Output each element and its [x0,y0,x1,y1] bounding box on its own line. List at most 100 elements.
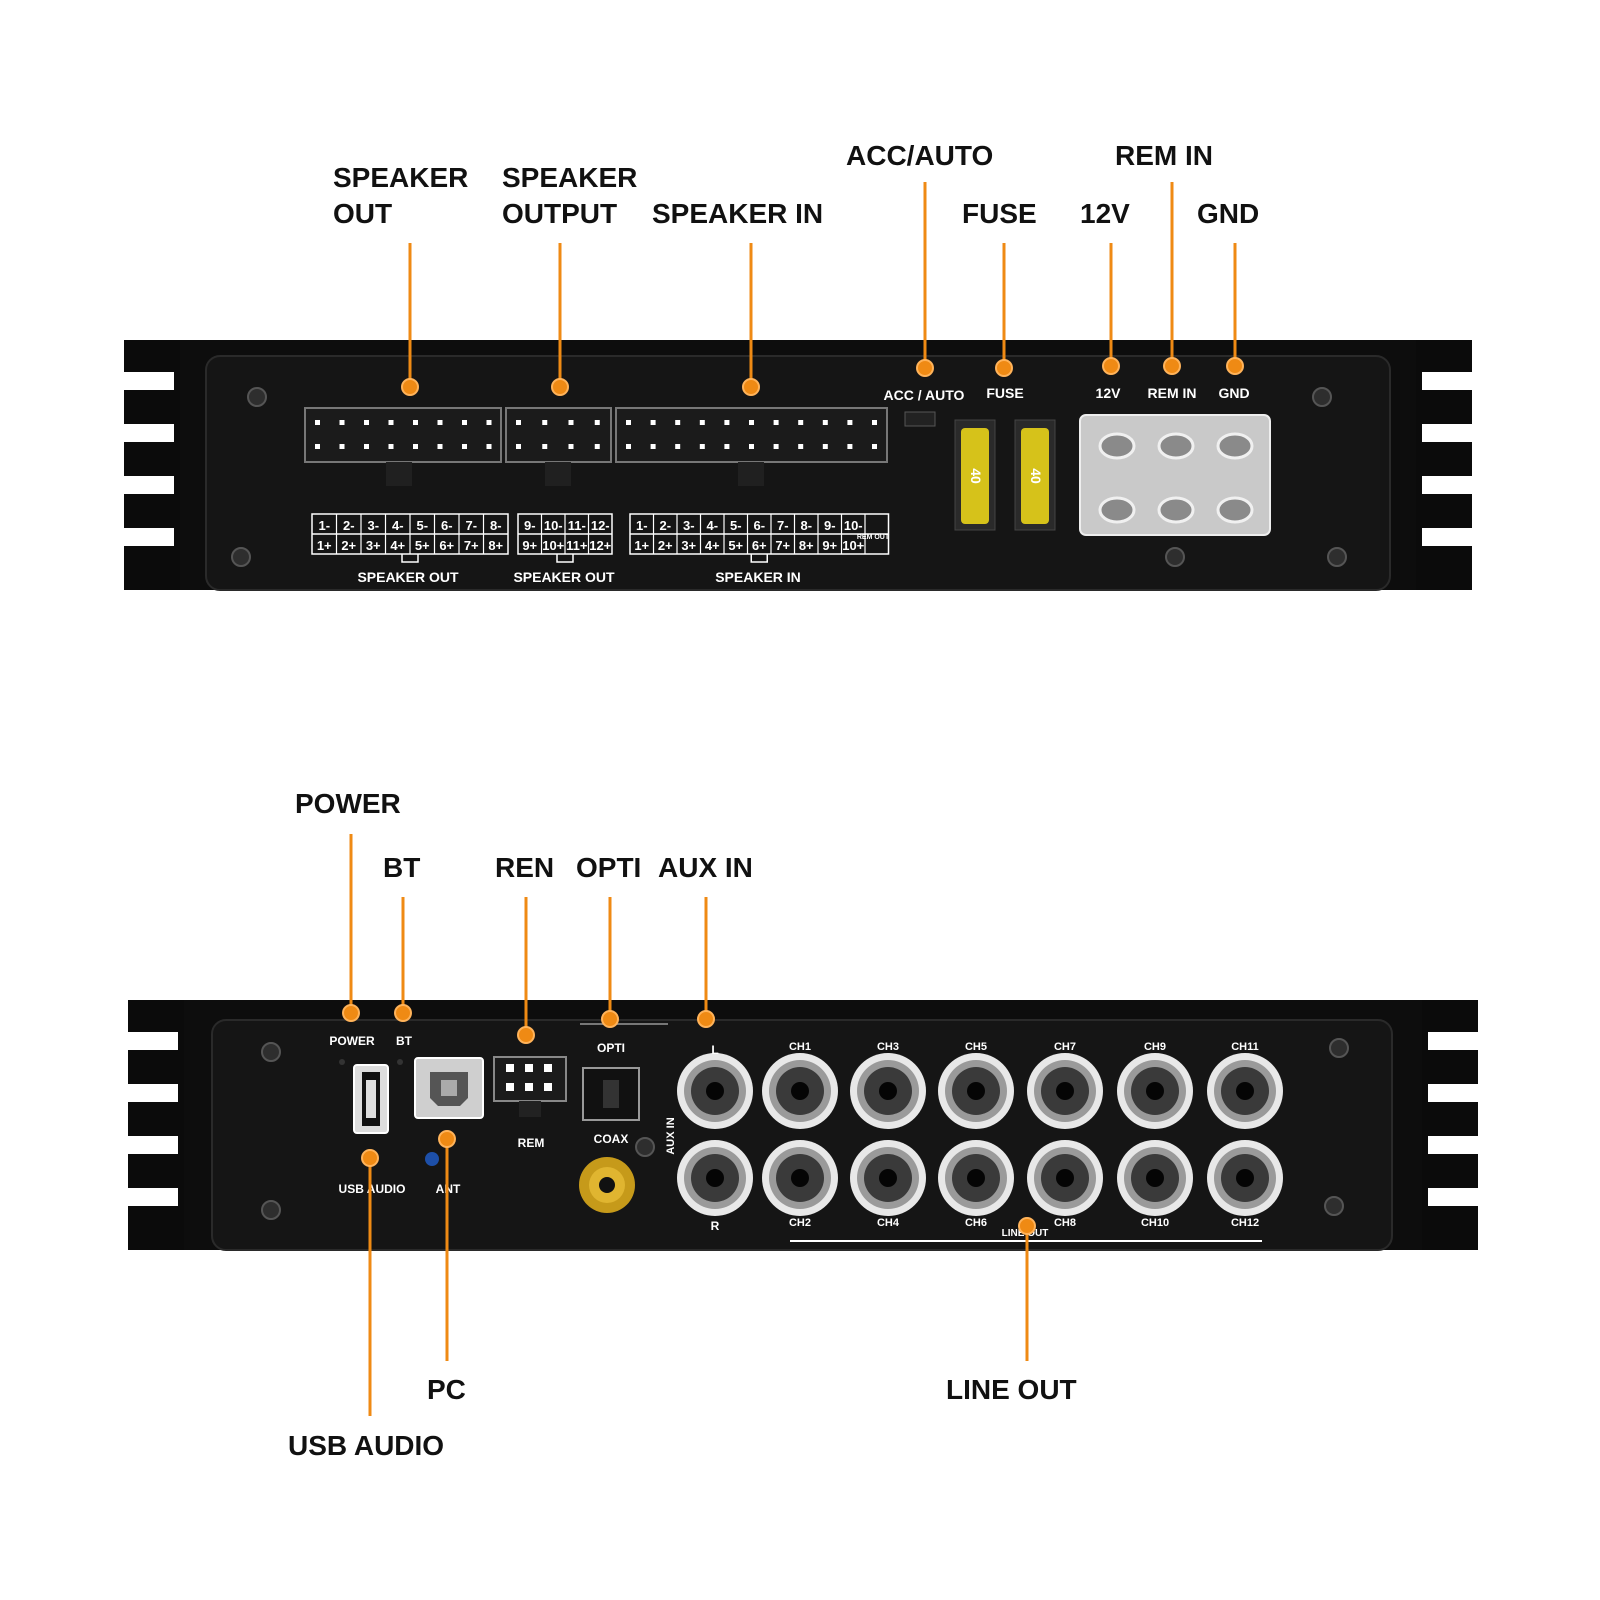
pin-label: 2- [343,518,355,533]
callout-line-out: LINE OUT [946,1374,1077,1405]
pin-label: 4- [392,518,404,533]
dot-speaker-in [742,378,760,396]
pin-label: 1+ [317,538,332,553]
rca-jack-pin [791,1169,809,1187]
pin-label: 6- [753,518,765,533]
dot-12v [1102,357,1120,375]
pc-usb-b-port [414,1057,484,1119]
pin-label: 1- [318,518,330,533]
channel-label: CH2 [789,1217,811,1229]
pin-label: 7+ [775,538,790,553]
pin-hole [462,444,467,449]
pin-hole [798,420,804,425]
channel-label: CH12 [1231,1217,1259,1229]
dot-rem-in [1163,357,1181,375]
dot-power [342,1004,360,1022]
power-led [339,1059,345,1065]
dot-speaker-output [551,378,569,396]
power-terminal-block [1079,414,1271,536]
callout-bt: BT [383,852,421,883]
pin-hole [675,444,681,449]
pin-hole [413,444,418,449]
bottom-heatsink-fins-left [128,1000,188,1250]
pin-label: 10- [844,518,863,533]
pin-label: 2+ [658,538,673,553]
rem-connector [493,1056,567,1117]
pin-hole [594,444,600,449]
channel-label: CH4 [877,1217,900,1229]
dot-speaker-out [401,378,419,396]
pin-hole [413,420,418,425]
bottom-heatsink-fins-right [1418,1000,1478,1250]
pin-label: 9- [824,518,836,533]
channel-label: CH8 [1054,1217,1076,1229]
silk-aux-in: AUX IN [665,1117,677,1154]
heatsink-fins-left [124,340,184,590]
pin-hole [773,444,779,449]
silk-acc-auto: ACC / AUTO [884,387,965,403]
callout-gnd: GND [1197,198,1260,229]
pin-label: 11- [568,518,586,533]
pin-label: 6- [441,518,453,533]
pin-label: 5+ [415,538,430,553]
silk-rem-in: REM IN [1148,385,1197,401]
pin-hole [364,420,369,425]
pin-hole [822,420,828,425]
pin-hole [388,420,394,425]
rca-jacks [677,1053,1283,1216]
pin-label: 3+ [681,538,696,553]
rca-jack-pin [1056,1169,1074,1187]
top-screws [231,387,1347,567]
antenna-connector [425,1152,439,1166]
pin-hole [773,420,779,425]
rca-jack-pin [1146,1169,1164,1187]
pin-label: 9- [524,518,536,533]
pin-hole [699,420,705,425]
callout-speaker-in: SPEAKER IN [652,198,824,229]
callout-power: POWER [295,788,401,819]
callout-speaker-out: SPEAKER OUT [333,162,469,229]
callout-usb-audio: USB AUDIO [288,1430,445,1461]
pin-hole [339,444,345,449]
pin-hole [699,444,705,449]
rca-jack-pin [879,1082,897,1100]
pin-label: 8+ [799,538,814,553]
dot-ren [517,1026,535,1044]
pin-label: 4- [706,518,718,533]
heatsink-fins-right [1412,340,1472,590]
pin-hole [516,420,521,425]
pin-hole [847,420,853,425]
pin-hole [822,444,828,449]
pin-label: 5+ [728,538,743,553]
rca-jack-pin [791,1082,809,1100]
pin-label: 8+ [488,538,503,553]
pin-label: 3- [367,518,379,533]
channel-label: CH9 [1144,1041,1166,1053]
pin-label: 2- [659,518,671,533]
pin-hole [594,420,600,425]
rca-jack-pin [1236,1082,1254,1100]
pin-hole [724,444,730,449]
pin-hole [798,444,804,449]
channel-label: CH11 [1231,1041,1259,1053]
dot-gnd [1226,357,1244,375]
dot-pc [438,1130,456,1148]
callout-pc: PC [427,1374,466,1405]
callout-rem-in: REM IN [1115,140,1213,171]
pin-label: 10- [544,518,563,533]
dot-line-out [1018,1217,1036,1235]
pin-hole [749,420,754,425]
pin-hole [568,420,574,425]
fuse-rating-2: 40 [1028,468,1044,484]
pin-hole [339,420,345,425]
callout-speaker-output: SPEAKER OUTPUT [502,162,638,229]
pin-label: 2+ [341,538,356,553]
pin-label: 12- [591,518,610,533]
dot-opti [601,1010,619,1028]
rca-jack-pin [1236,1169,1254,1187]
fuse-rating-1: 40 [968,468,984,484]
fuse-holders [954,419,1056,531]
callout-acc-auto: ACC/AUTO [846,140,994,171]
rca-jack-pin [1056,1082,1074,1100]
